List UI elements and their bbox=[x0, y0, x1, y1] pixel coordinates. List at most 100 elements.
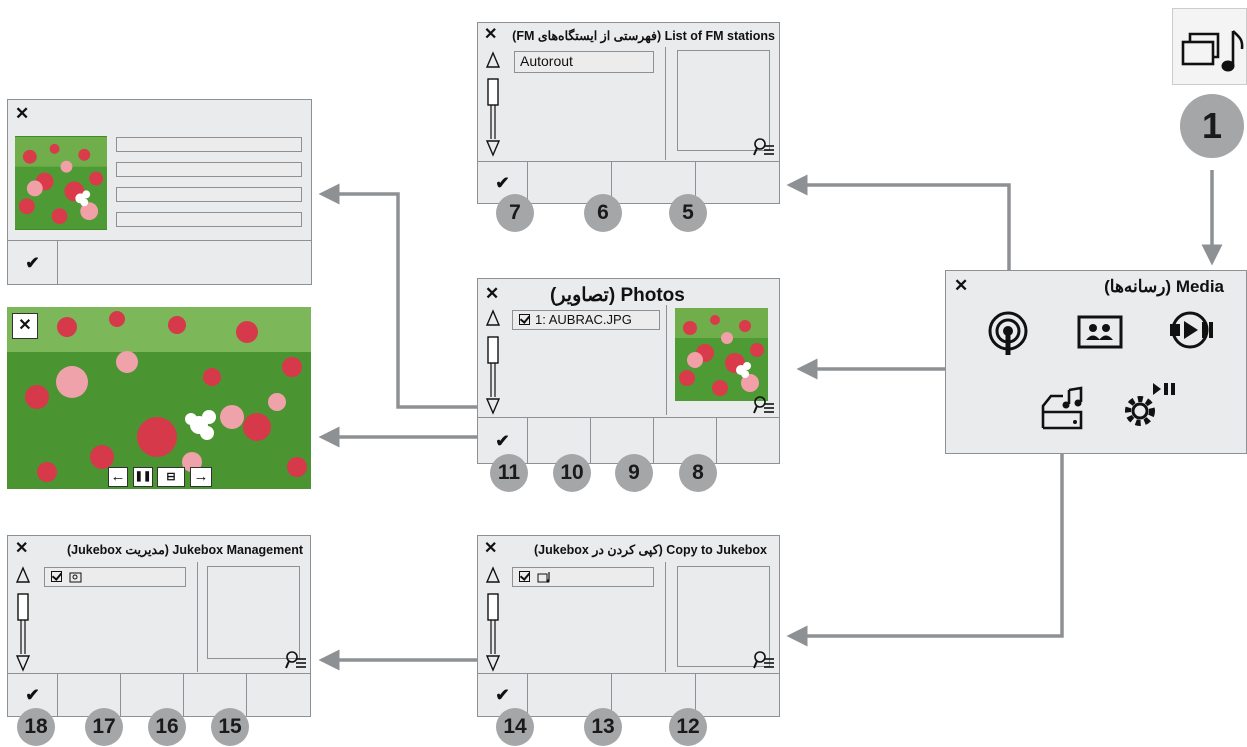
close-icon[interactable]: ✕ bbox=[485, 284, 500, 303]
badge-17: 17 bbox=[85, 708, 123, 746]
close-icon[interactable]: ✕ bbox=[484, 540, 498, 557]
button-row: ✔ bbox=[478, 673, 779, 716]
photos-title: (تصاویر) Photos bbox=[550, 285, 685, 306]
arrow-jukebox-to-copy bbox=[786, 432, 1064, 647]
divider bbox=[666, 305, 667, 415]
function-button-13[interactable] bbox=[528, 674, 612, 716]
function-button-8[interactable] bbox=[654, 418, 717, 463]
function-button-4[interactable] bbox=[696, 162, 779, 203]
arrow-radio-to-fm bbox=[786, 174, 1011, 301]
function-button-16[interactable] bbox=[121, 674, 184, 716]
divider bbox=[665, 47, 666, 160]
media-note-icon bbox=[1181, 30, 1244, 72]
close-icon[interactable]: ✕ bbox=[484, 26, 498, 43]
check-icon: ✔ bbox=[495, 685, 510, 705]
function-button-extra[interactable] bbox=[717, 418, 779, 463]
close-button[interactable]: ✕ bbox=[12, 313, 38, 339]
checkbox-icon bbox=[519, 314, 530, 325]
play-pause-icon[interactable] bbox=[1166, 309, 1220, 351]
fm-station-item[interactable]: Autorout bbox=[514, 51, 654, 73]
info-field-2 bbox=[116, 162, 302, 177]
info-field-1 bbox=[116, 137, 302, 152]
badge-16: 16 bbox=[148, 708, 186, 746]
function-button-extra[interactable] bbox=[247, 674, 310, 716]
divider bbox=[197, 562, 198, 672]
function-button-extra[interactable] bbox=[696, 674, 779, 716]
photo-thumbnail bbox=[675, 308, 768, 401]
pause-button[interactable]: ❚❚ bbox=[133, 467, 153, 487]
jukebox-icon[interactable] bbox=[1039, 386, 1085, 430]
preview-box bbox=[207, 566, 300, 659]
confirm-button[interactable]: ✔ bbox=[8, 241, 58, 284]
divider bbox=[665, 562, 666, 672]
photo-file-item[interactable] bbox=[44, 567, 186, 587]
copy-title: (Jukebox کپی کردن در) Copy to Jukebox bbox=[534, 543, 767, 557]
next-button[interactable]: → bbox=[190, 467, 212, 487]
radio-icon[interactable] bbox=[986, 309, 1030, 357]
search-list-icon[interactable] bbox=[753, 395, 775, 415]
previous-button[interactable]: ← bbox=[108, 467, 128, 487]
scrollbar[interactable] bbox=[15, 566, 31, 674]
badge-11: 11 bbox=[490, 454, 528, 492]
check-icon: ✔ bbox=[25, 253, 40, 272]
scrollbar[interactable] bbox=[485, 309, 501, 417]
media-title: (رسانه‌ها) Media bbox=[1104, 277, 1224, 296]
badge-14: 14 bbox=[496, 708, 534, 746]
preview-box bbox=[677, 50, 770, 151]
preview-box bbox=[677, 566, 770, 667]
confirm-button[interactable]: ✔ bbox=[478, 674, 528, 716]
confirm-button[interactable]: ✔ bbox=[478, 162, 528, 203]
close-icon[interactable]: ✕ bbox=[15, 104, 30, 123]
gallery-button[interactable]: ⊟ bbox=[157, 467, 185, 487]
photos-panel: ✕ (تصاویر) Photos 1: AUBRAC.JPG ✔ bbox=[477, 278, 780, 464]
confirm-button[interactable]: ✔ bbox=[8, 674, 58, 716]
checkbox-icon bbox=[519, 571, 530, 582]
confirm-button[interactable]: ✔ bbox=[478, 418, 528, 463]
button-row: ✔ bbox=[8, 673, 310, 716]
badge-6: 6 bbox=[584, 194, 622, 232]
badge-5: 5 bbox=[669, 194, 707, 232]
function-button-12[interactable] bbox=[612, 674, 696, 716]
badge-7: 7 bbox=[496, 194, 534, 232]
function-button-6[interactable] bbox=[528, 162, 612, 203]
scrollbar[interactable] bbox=[485, 566, 501, 674]
badge-10: 10 bbox=[553, 454, 591, 492]
photo-detail-panel: ✕ ✔ bbox=[7, 99, 312, 285]
copy-to-jukebox-panel: ✕ (Jukebox کپی کردن در) Copy to Jukebox … bbox=[477, 535, 780, 717]
photo-file-icon bbox=[69, 572, 82, 583]
empty-area bbox=[58, 241, 311, 284]
function-button-15[interactable] bbox=[184, 674, 247, 716]
jukebox-management-panel: ✕ (Jukebox مدیریت) Jukebox Management ✔ bbox=[7, 535, 311, 717]
search-list-icon[interactable] bbox=[753, 137, 775, 157]
media-note-tile[interactable] bbox=[1172, 8, 1247, 85]
fm-title: (FM فهرستی از ایستگاه‌های) List of FM st… bbox=[512, 29, 775, 43]
check-icon: ✔ bbox=[25, 685, 40, 705]
close-icon[interactable]: ✕ bbox=[15, 540, 29, 557]
function-button-9[interactable] bbox=[591, 418, 654, 463]
arrow-photos-to-detail bbox=[318, 183, 477, 409]
function-button-5[interactable] bbox=[612, 162, 696, 203]
badge-9: 9 bbox=[615, 454, 653, 492]
badge-8: 8 bbox=[679, 454, 717, 492]
media-panel: ✕ (رسانه‌ها) Media bbox=[945, 270, 1247, 454]
settings-play-icon[interactable] bbox=[1122, 381, 1178, 431]
flower-photo bbox=[15, 137, 107, 229]
jukebox-title: (Jukebox مدیریت) Jukebox Management bbox=[67, 543, 303, 557]
music-file-item[interactable] bbox=[512, 567, 654, 587]
badge-13: 13 bbox=[584, 708, 622, 746]
info-field-4 bbox=[116, 212, 302, 227]
search-list-icon[interactable] bbox=[285, 650, 307, 670]
search-list-icon[interactable] bbox=[753, 650, 775, 670]
photo-list-item[interactable]: 1: AUBRAC.JPG bbox=[512, 310, 660, 330]
slideshow-view: ✕ ← ❚❚ ⊟ → bbox=[7, 307, 311, 489]
function-button-10[interactable] bbox=[528, 418, 591, 463]
badge-12: 12 bbox=[669, 708, 707, 746]
close-icon[interactable]: ✕ bbox=[954, 276, 969, 295]
scrollbar[interactable] bbox=[485, 51, 501, 159]
photos-icon[interactable] bbox=[1077, 315, 1123, 349]
button-row: ✔ bbox=[8, 240, 311, 284]
flower-photo bbox=[675, 308, 768, 401]
badge-1: 1 bbox=[1180, 94, 1244, 158]
flower-photo-large bbox=[7, 307, 311, 489]
function-button-17[interactable] bbox=[58, 674, 121, 716]
